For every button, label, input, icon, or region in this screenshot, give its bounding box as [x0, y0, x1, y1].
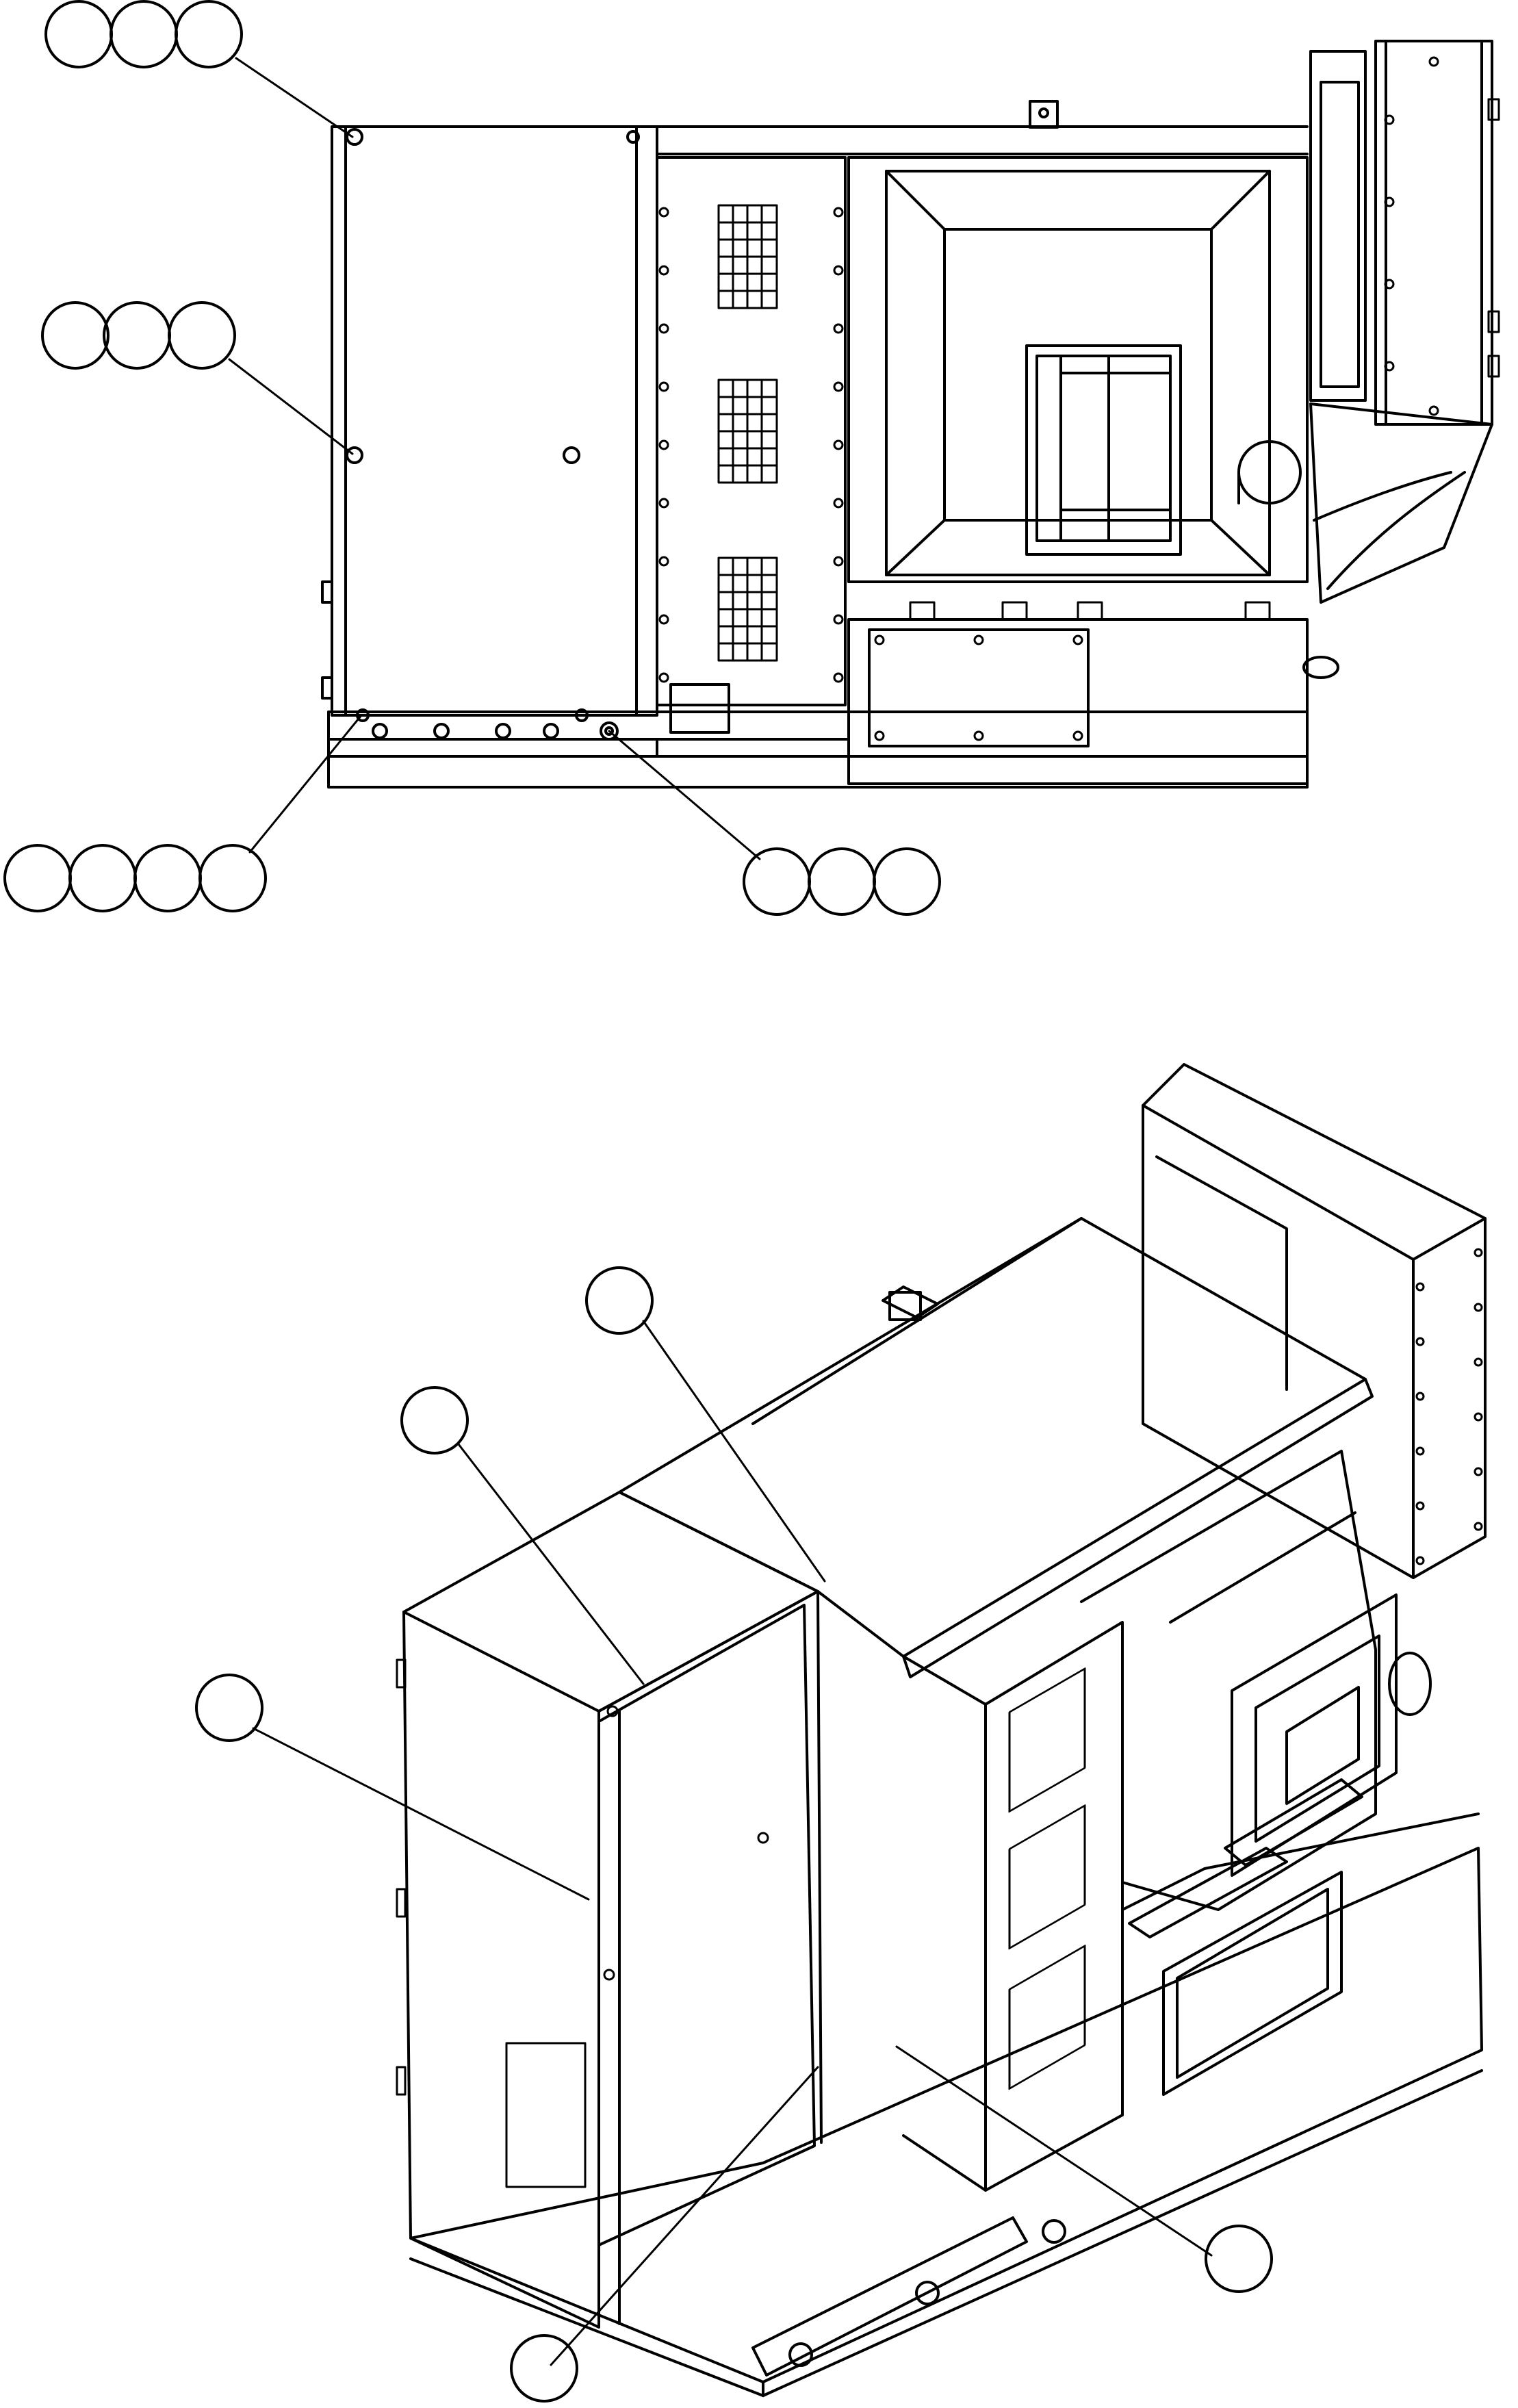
top-view	[3, 0, 1500, 916]
vent-panel-bolts	[658, 207, 844, 683]
vent-grille-3	[717, 556, 778, 662]
iso-view	[195, 1063, 1487, 2403]
iso-left-cabinet	[396, 1491, 823, 2329]
iso-leaders	[252, 1320, 1213, 2366]
iso-lower-panels	[1121, 1778, 1480, 2116]
duct-hood	[847, 156, 1309, 583]
callout-group-bottom-right	[743, 847, 941, 916]
iso-duct-housing	[1080, 1450, 1432, 1911]
callout-upper-left	[400, 1386, 469, 1455]
control-box	[1302, 40, 1500, 679]
top-leaders	[228, 57, 761, 860]
skid-bolts	[372, 721, 619, 741]
callout-group-mid-left	[41, 301, 236, 370]
callout-lower-right	[1205, 2225, 1273, 2293]
iso-roof	[618, 1217, 1374, 1678]
callout-upper-center	[585, 1266, 654, 1335]
callout-mid-left	[195, 1674, 263, 1742]
vent-grille-1	[717, 204, 778, 309]
top-cover	[656, 100, 1309, 155]
iso-vent-column	[902, 1621, 1124, 2192]
callout-group-top-left	[44, 0, 243, 68]
left-door-panel	[321, 125, 658, 722]
iso-skid-base	[409, 1847, 1483, 2397]
vent-grille-2	[717, 379, 778, 484]
figure-id	[1450, 2375, 1491, 2396]
base-frame	[327, 710, 1309, 789]
vent-panel	[656, 156, 847, 734]
callout-group-bottom-left	[3, 844, 267, 912]
iso-control-box	[1142, 1063, 1487, 1579]
callout-bottom-center	[510, 2334, 578, 2403]
lower-access-panel	[847, 601, 1309, 785]
